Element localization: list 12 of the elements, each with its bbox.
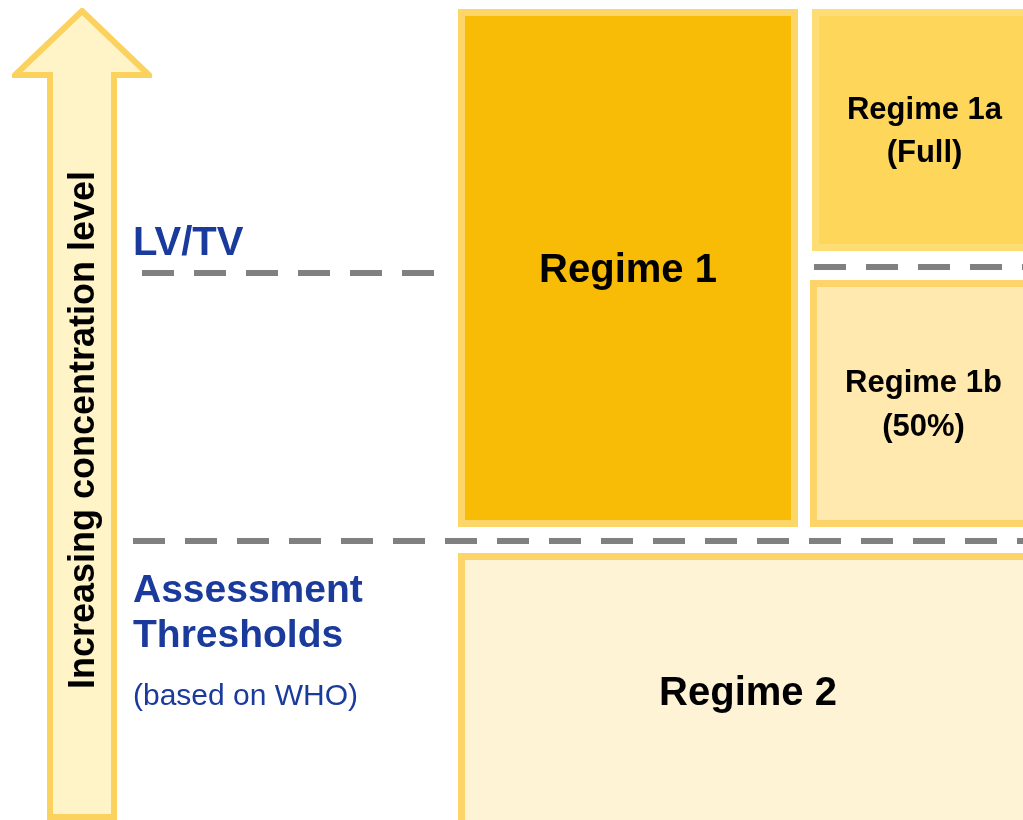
regime-label: Regime 2 xyxy=(659,667,837,715)
regime-box xyxy=(810,280,1023,527)
regime-box xyxy=(458,9,798,527)
threshold-label: (based on WHO) xyxy=(133,678,359,713)
regime-label: Regime 1 xyxy=(539,245,717,292)
axis-label: Increasing concentration level xyxy=(61,170,103,690)
regime-label: Regime 1a (Full) xyxy=(845,89,1004,171)
regime-box xyxy=(812,9,1023,251)
threshold-label: Assessment Thresholds xyxy=(133,567,364,657)
threshold-label: LV/TV xyxy=(133,218,244,264)
regime-box xyxy=(458,553,1023,820)
regime-label: Regime 1b (50%) xyxy=(844,363,1003,445)
